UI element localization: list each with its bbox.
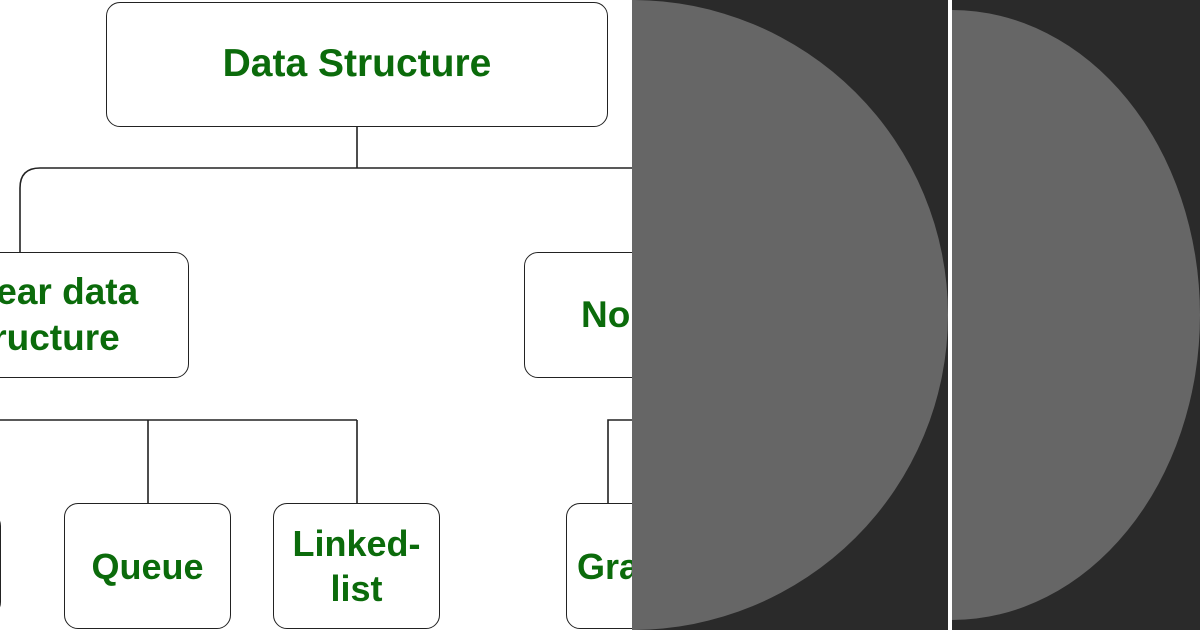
linked-list-line2: list	[330, 568, 383, 609]
stack-node	[0, 512, 1, 616]
linear-node: Linear data structure	[0, 252, 189, 378]
panel-divider	[948, 0, 952, 630]
linear-label-line1: Linear data	[0, 270, 139, 312]
half-disc-icon	[952, 10, 1200, 620]
dark-overlay-panel-left	[632, 0, 948, 630]
queue-label: Queue	[91, 545, 204, 587]
graph-node: Graph	[566, 503, 632, 629]
nonlinear-branch	[607, 419, 632, 503]
nonlinear-node: Non	[524, 252, 632, 378]
linked-list-line1: Linked-	[292, 523, 421, 564]
connector-lines	[0, 127, 632, 503]
root-node: Data Structure	[106, 2, 608, 127]
root-label: Data Structure	[222, 42, 492, 86]
queue-node: Queue	[64, 503, 231, 629]
half-disc-icon	[632, 0, 948, 630]
nonlinear-label: Non	[581, 293, 632, 335]
linear-label: Linear data structure	[0, 269, 138, 362]
linked-list-node: Linked- list	[273, 503, 440, 629]
linear-label-line2: structure	[0, 317, 120, 358]
graph-label: Graph	[577, 545, 632, 587]
dark-overlay-panel-right	[952, 0, 1200, 630]
data-structure-diagram: Data Structure Linear data structure Non…	[0, 0, 632, 630]
top-branch	[19, 167, 632, 252]
linked-list-label: Linked- list	[292, 521, 420, 611]
